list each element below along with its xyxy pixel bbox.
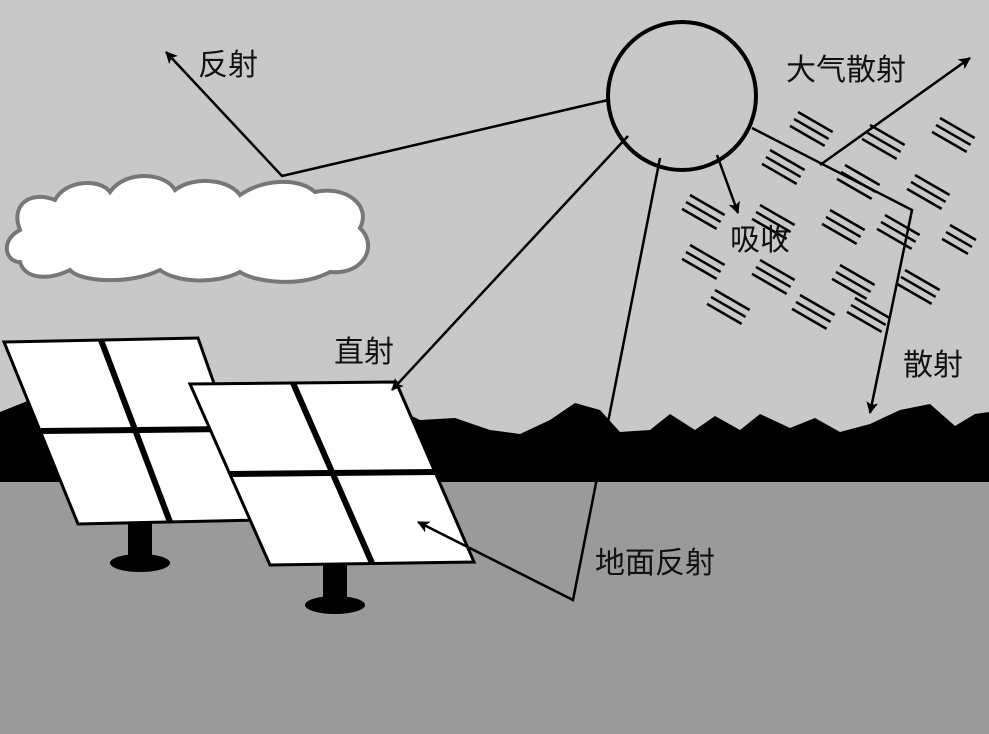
scattering-ray bbox=[751, 126, 914, 414]
absorption-ray bbox=[715, 154, 740, 214]
cloud bbox=[4, 174, 371, 284]
label-reflection: 反射 bbox=[198, 48, 258, 83]
label-ground-reflection: 地面反射 bbox=[595, 546, 715, 581]
label-direct: 直射 bbox=[334, 335, 394, 370]
solar-panel-front bbox=[187, 380, 477, 614]
radiation-rays bbox=[165, 51, 971, 602]
atmosphere-particles bbox=[681, 110, 977, 333]
ground-reflection-ray bbox=[417, 157, 662, 602]
sun bbox=[606, 20, 758, 172]
atmospheric-scattering-ray bbox=[819, 56, 971, 167]
label-scattering: 散射 bbox=[903, 348, 963, 383]
label-atmospheric-scattering: 大气散射 bbox=[786, 53, 906, 88]
label-absorption: 吸收 bbox=[730, 223, 790, 258]
direct-ray bbox=[391, 135, 629, 391]
reflection-ray bbox=[165, 51, 609, 178]
